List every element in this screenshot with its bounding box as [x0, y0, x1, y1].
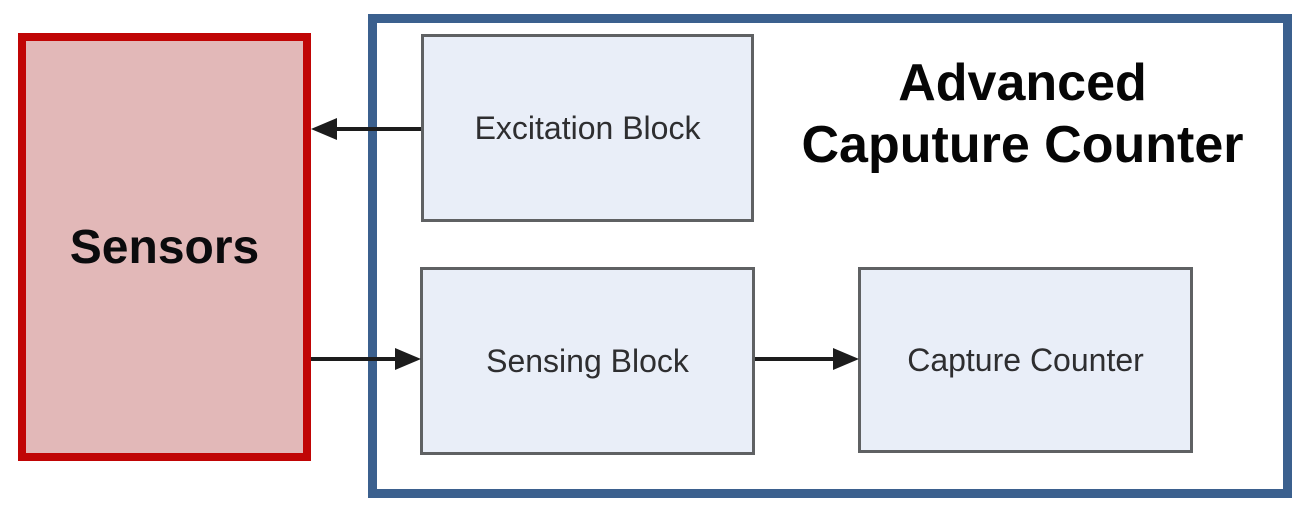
arrow-head-right-icon: [833, 348, 859, 370]
sensing-block-label: Sensing Block: [486, 342, 689, 379]
container-title-line1: Advanced: [898, 54, 1147, 112]
container-title-line2: Caputure Counter: [801, 116, 1244, 174]
arrow-sensors-to-sensing-icon: [311, 347, 421, 370]
arrow-line: [755, 357, 839, 361]
container-title: Advanced Caputure Counter: [755, 52, 1290, 176]
sensors-label: Sensors: [69, 220, 260, 274]
capture-counter-block: Capture Counter: [858, 267, 1193, 453]
sensing-block: Sensing Block: [420, 267, 755, 455]
arrow-excitation-to-sensors-icon: [311, 117, 421, 140]
arrow-line: [311, 357, 401, 361]
excitation-block-label: Excitation Block: [474, 109, 701, 146]
excitation-block: Excitation Block: [421, 34, 754, 222]
sensors-box: Sensors: [18, 33, 311, 461]
arrow-line: [331, 127, 421, 131]
arrow-head-left-icon: [311, 118, 337, 140]
arrow-head-right-icon: [395, 348, 421, 370]
arrow-sensing-to-capture-icon: [755, 347, 859, 370]
capture-counter-block-label: Capture Counter: [907, 341, 1144, 378]
